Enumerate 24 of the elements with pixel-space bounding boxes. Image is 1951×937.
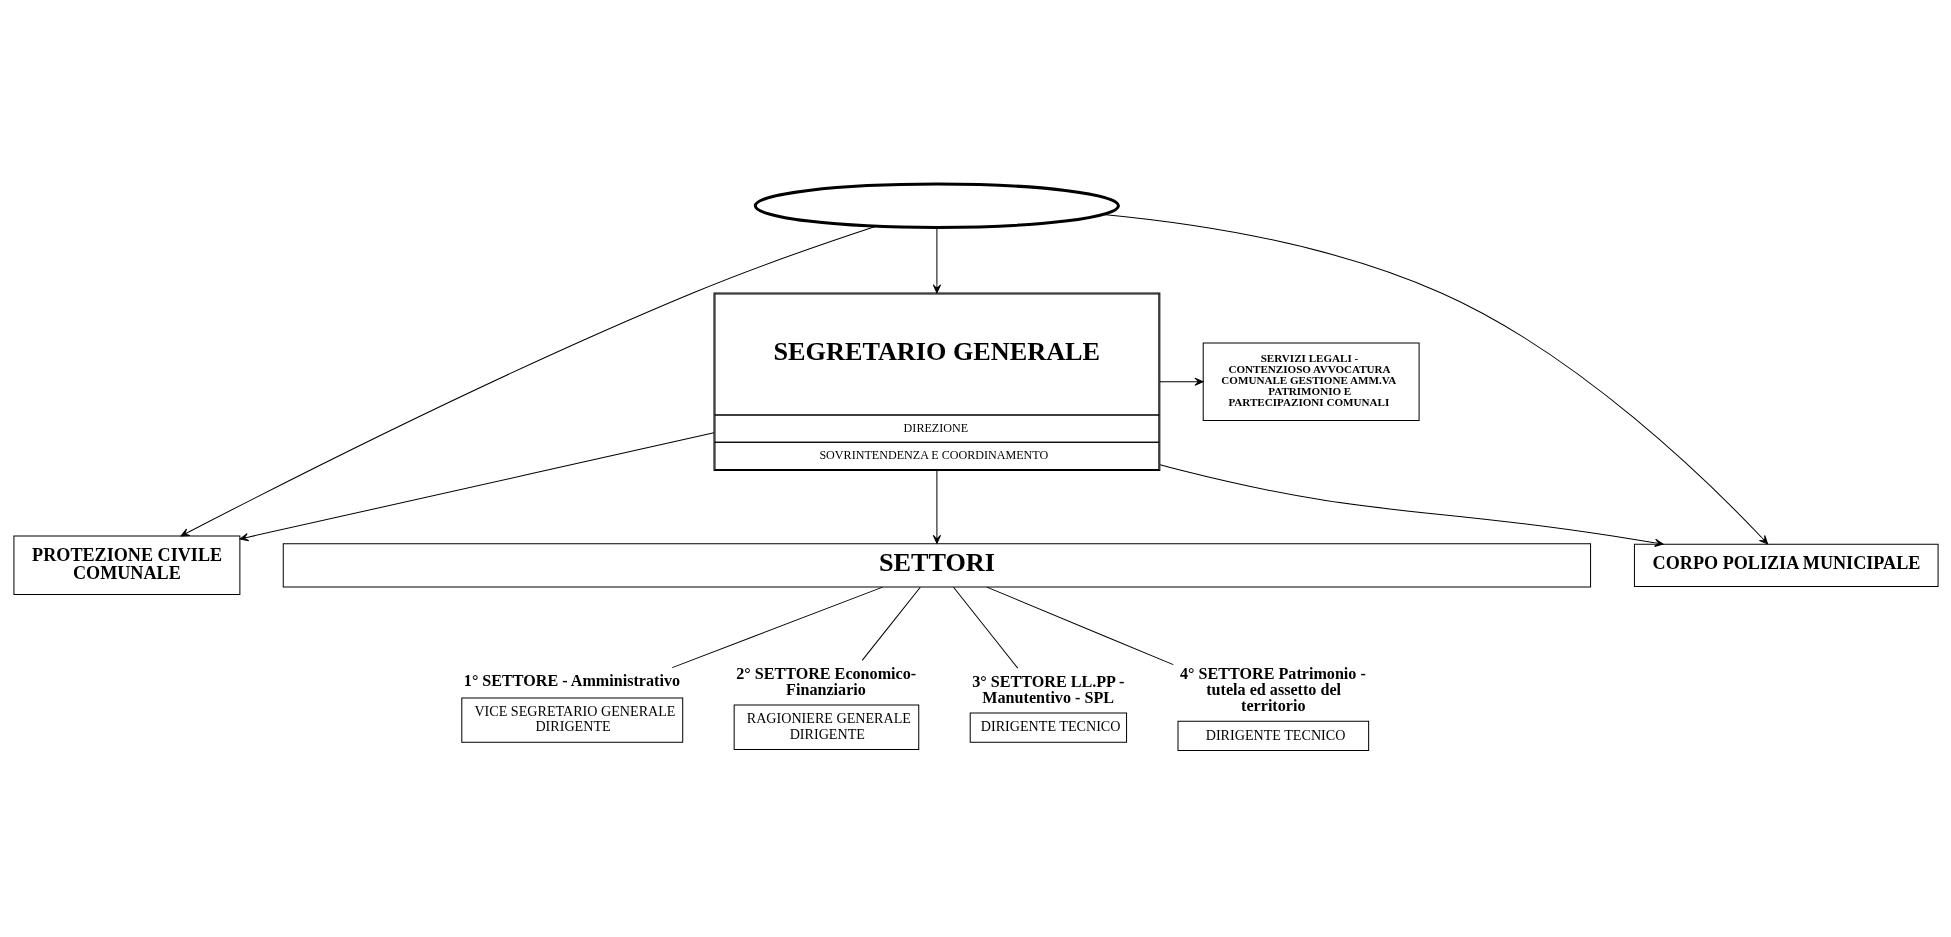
connector xyxy=(985,586,1174,665)
node-box: SETTORI xyxy=(282,542,1591,588)
arrow xyxy=(932,226,941,293)
node-box: RAGIONIERE GENERALE DIRIGENTE xyxy=(733,704,919,750)
arrow xyxy=(180,225,877,536)
node-box: SERVIZI LEGALI - CONTENZIOSO AVVOCATURA COMUNALE GESTIONE AMM.VA PATRIMONIO E PARTECIPAZIONI COMUNALI xyxy=(1202,341,1420,421)
node-box: VICE SEGRETARIO GENERALE DIRIGENTE xyxy=(460,696,683,743)
arrow xyxy=(239,431,714,541)
node-box: DIRIGENTE TECNICO xyxy=(1177,720,1369,751)
node-label: 3° SETTORE LL.PP - Manutentivo - SPL xyxy=(971,672,1124,706)
node-label: 1° SETTORE - Amministrativo xyxy=(463,671,680,689)
node-ellipse xyxy=(753,182,1120,229)
connector xyxy=(861,586,921,661)
arrow xyxy=(1102,213,1768,544)
arrow xyxy=(1158,377,1203,386)
node-label: 4° SETTORE Patrimonio - tutela ed assetto del territorio xyxy=(1179,664,1366,714)
node-box: CORPO POLIZIA MUNICIPALE xyxy=(1633,543,1939,587)
node-box: DIRIGENTE TECNICO xyxy=(969,712,1127,743)
connector xyxy=(952,586,1018,669)
node-label: 2° SETTORE Economico-Finanziario xyxy=(735,664,916,698)
arrow xyxy=(932,469,941,544)
connector xyxy=(671,586,883,668)
node-box: PROTEZIONE CIVILE COMUNALE xyxy=(12,535,240,595)
arrow xyxy=(1159,463,1664,547)
